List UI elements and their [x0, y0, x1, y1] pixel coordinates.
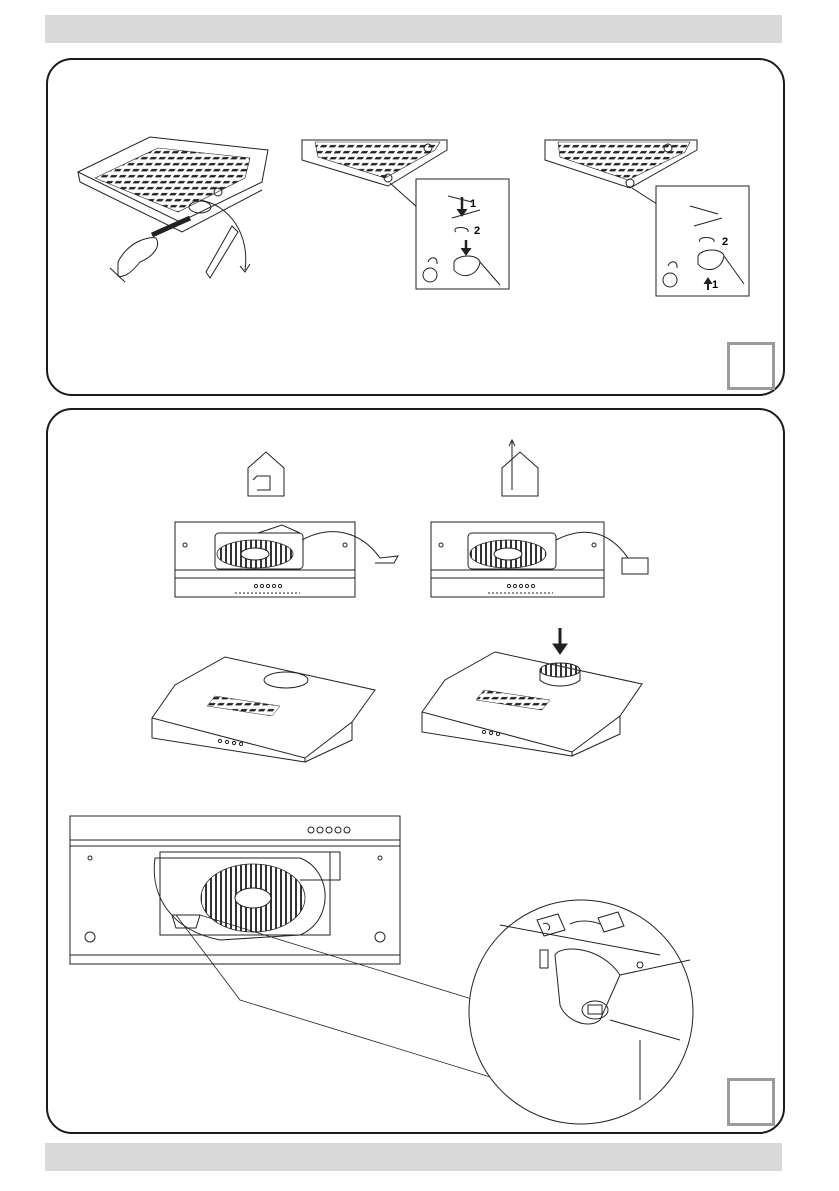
step-number: 2 [474, 225, 480, 237]
step-number: 1 [712, 279, 718, 291]
duct-adapter-icon [540, 628, 580, 686]
fan-motor-icon [70, 816, 500, 1080]
hood-underside-icon [78, 137, 268, 282]
step-number: 2 [722, 236, 728, 248]
page-marker-box [727, 1078, 775, 1126]
hood-front-view-icon [431, 522, 648, 597]
step-number: 1 [470, 198, 476, 210]
house-extraction-icon [502, 440, 538, 496]
hood-top-view-icon [422, 652, 642, 756]
hood-front-view-icon [175, 522, 398, 597]
magnified-detail-icon [469, 900, 693, 1124]
footer-band [45, 1143, 782, 1171]
carbon-filter-install-icon [545, 140, 749, 296]
grease-filter-release-icon [302, 140, 509, 289]
hood-top-view-icon [152, 657, 375, 762]
page-marker-box [727, 342, 775, 390]
house-recirculation-icon [248, 452, 284, 496]
